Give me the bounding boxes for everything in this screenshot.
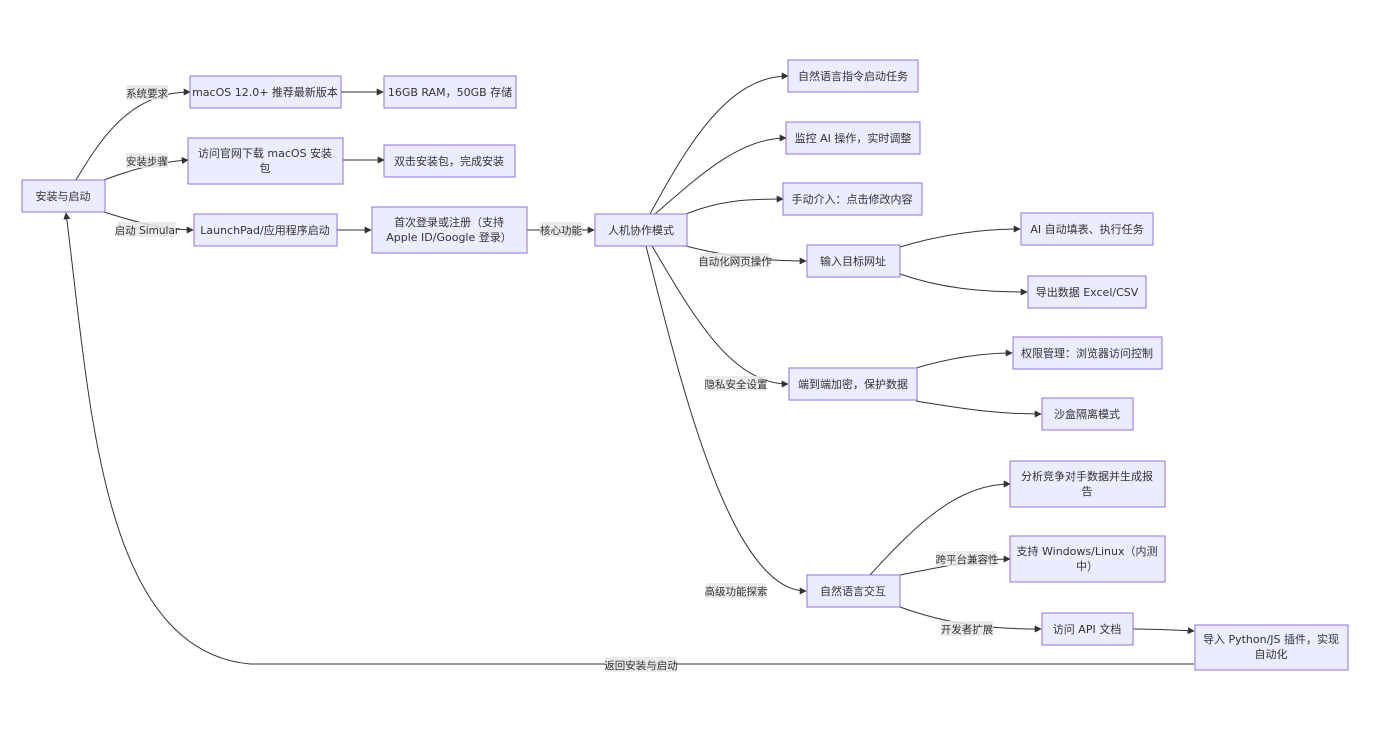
- node-support[interactable]: 支持 Windows/Linux（内测 中）: [1009, 535, 1166, 583]
- node-manual[interactable]: 手动介入：点击修改内容: [782, 182, 923, 216]
- edge-import-install: [63, 212, 1195, 666]
- svg-text:自动化网页操作: 自动化网页操作: [698, 255, 772, 268]
- svg-text:开发者扩展: 开发者扩展: [941, 623, 994, 636]
- svg-text:16GB RAM，50GB 存储: 16GB RAM，50GB 存储: [388, 85, 512, 99]
- edge-e2e-sandbox: [915, 400, 1042, 418]
- svg-text:跨平台兼容性: 跨平台兼容性: [936, 553, 999, 566]
- svg-text:返回安装与启动: 返回安装与启动: [604, 659, 678, 672]
- label-back: 返回安装与启动: [604, 657, 678, 672]
- svg-text:安装步骤: 安装步骤: [126, 155, 168, 168]
- svg-text:权限管理：浏览器访问控制: 权限管理：浏览器访问控制: [1021, 346, 1153, 360]
- edge-collab-manual: [685, 195, 784, 215]
- svg-text:自然语言指令启动任务: 自然语言指令启动任务: [798, 69, 908, 83]
- svg-text:安装与启动: 安装与启动: [36, 189, 91, 203]
- label-advanced: 高级功能探索: [705, 583, 768, 598]
- node-import[interactable]: 导入 Python/JS 插件，实现 自动化: [1194, 624, 1349, 671]
- svg-text:核心功能: 核心功能: [540, 224, 582, 237]
- svg-text:支持 Windows/Linux（内测: 支持 Windows/Linux（内测: [1017, 544, 1158, 558]
- edge-collab-monitor: [654, 134, 787, 215]
- svg-text:人机协作模式: 人机协作模式: [608, 223, 674, 237]
- svg-text:高级功能探索: 高级功能探索: [705, 585, 768, 598]
- label-launch: 启动 Simular: [115, 222, 180, 237]
- node-ai-fill[interactable]: AI 自动填表、执行任务: [1020, 212, 1154, 246]
- svg-text:系统要求: 系统要求: [126, 87, 168, 100]
- svg-text:Apple ID/Google 登录）: Apple ID/Google 登录）: [386, 230, 512, 244]
- svg-text:自然语言交互: 自然语言交互: [820, 584, 886, 598]
- node-analyze[interactable]: 分析竞争对手数据并生成报 告: [1009, 460, 1166, 508]
- edge-nlint-analyze: [869, 480, 1011, 576]
- node-export[interactable]: 导出数据 Excel/CSV: [1027, 275, 1147, 309]
- label-dev-ext: 开发者扩展: [941, 621, 994, 636]
- svg-text:中）: 中）: [1076, 560, 1098, 573]
- node-monitor-ai[interactable]: 监控 AI 操作，实时调整: [785, 121, 921, 155]
- node-api-docs[interactable]: 访问 API 文档: [1041, 612, 1134, 646]
- svg-text:LaunchPad/应用程序启动: LaunchPad/应用程序启动: [200, 223, 329, 237]
- edge-url-export: [899, 273, 1028, 296]
- svg-text:包: 包: [260, 162, 271, 175]
- node-perm[interactable]: 权限管理：浏览器访问控制: [1012, 336, 1163, 370]
- node-visit-site[interactable]: 访问官网下载 macOS 安装 包: [187, 137, 344, 185]
- node-input-url[interactable]: 输入目标网址: [806, 244, 901, 278]
- svg-text:访问官网下载 macOS 安装: 访问官网下载 macOS 安装: [198, 146, 332, 160]
- svg-text:监控 AI 操作，实时调整: 监控 AI 操作，实时调整: [795, 131, 912, 145]
- svg-text:沙盒隔离模式: 沙盒隔离模式: [1054, 407, 1120, 421]
- edge-url-aifill: [899, 225, 1021, 248]
- svg-text:分析竞争对手数据并生成报: 分析竞争对手数据并生成报: [1021, 469, 1153, 483]
- node-macos-req[interactable]: macOS 12.0+ 推荐最新版本: [189, 75, 342, 109]
- node-install[interactable]: 安装与启动: [21, 179, 106, 213]
- svg-text:导入 Python/JS 插件，实现: 导入 Python/JS 插件，实现: [1203, 632, 1339, 646]
- edge-collab-e2e: [651, 245, 789, 388]
- svg-text:输入目标网址: 输入目标网址: [820, 254, 886, 268]
- node-nl-interact[interactable]: 自然语言交互: [806, 574, 901, 608]
- nodes: 安装与启动 macOS 12.0+ 推荐最新版本 16GB RAM，50GB 存…: [21, 59, 1349, 671]
- svg-text:导出数据 Excel/CSV: 导出数据 Excel/CSV: [1036, 285, 1139, 299]
- node-first-login[interactable]: 首次登录或注册（支持 Apple ID/Google 登录）: [371, 206, 528, 254]
- node-sandbox[interactable]: 沙盒隔离模式: [1041, 397, 1134, 431]
- label-privacy: 隐私安全设置: [705, 376, 768, 391]
- svg-text:AI 自动填表、执行任务: AI 自动填表、执行任务: [1030, 222, 1143, 236]
- label-core: 核心功能: [540, 222, 582, 237]
- node-e2e[interactable]: 端到端加密，保护数据: [788, 367, 918, 401]
- edge-api-import: [1132, 627, 1195, 635]
- label-cross: 跨平台兼容性: [936, 551, 999, 566]
- node-nl-start[interactable]: 自然语言指令启动任务: [787, 59, 919, 93]
- edge-install-macos: [75, 88, 191, 181]
- svg-text:首次登录或注册（支持: 首次登录或注册（支持: [394, 215, 504, 229]
- node-collab[interactable]: 人机协作模式: [594, 213, 688, 247]
- node-double-click[interactable]: 双击安装包，完成安装: [383, 144, 516, 178]
- svg-text:手动介入：点击修改内容: 手动介入：点击修改内容: [792, 192, 913, 206]
- svg-text:告: 告: [1082, 485, 1093, 498]
- edge-labels: 系统要求 安装步骤 启动 Simular 核心功能 自动化网页操作 隐私安全设置…: [115, 85, 999, 672]
- edge-e2e-perm: [915, 349, 1013, 369]
- svg-text:双击安装包，完成安装: 双击安装包，完成安装: [394, 154, 504, 168]
- label-web-auto: 自动化网页操作: [698, 253, 772, 268]
- svg-text:macOS 12.0+ 推荐最新版本: macOS 12.0+ 推荐最新版本: [192, 85, 338, 99]
- node-launchpad[interactable]: LaunchPad/应用程序启动: [193, 213, 338, 247]
- svg-text:端到端加密，保护数据: 端到端加密，保护数据: [798, 377, 908, 391]
- node-hw-req[interactable]: 16GB RAM，50GB 存储: [383, 75, 517, 109]
- edges: [63, 72, 1195, 666]
- label-sys-req: 系统要求: [126, 85, 168, 100]
- label-install-steps: 安装步骤: [126, 153, 168, 168]
- svg-text:访问 API 文档: 访问 API 文档: [1053, 622, 1121, 636]
- svg-text:启动 Simular: 启动 Simular: [115, 224, 180, 237]
- edge-collab-nlstart: [649, 72, 789, 215]
- svg-text:自动化: 自动化: [1255, 647, 1288, 661]
- edge-collab-nlint: [645, 245, 807, 595]
- svg-text:隐私安全设置: 隐私安全设置: [705, 378, 768, 391]
